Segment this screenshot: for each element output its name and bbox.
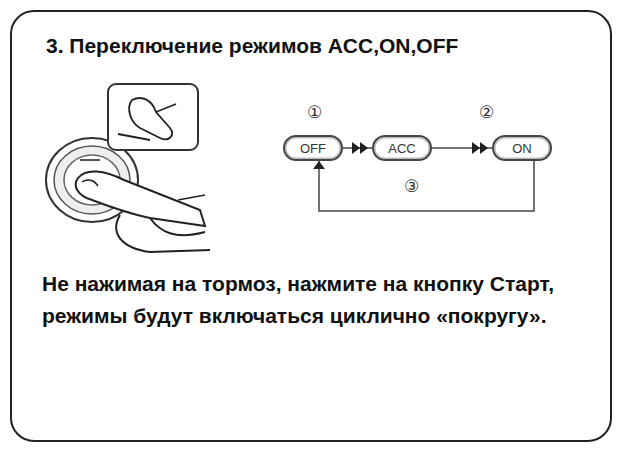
mode-arrow: [313, 161, 534, 211]
mode-pill: ACC: [372, 135, 432, 161]
mode-arrow: [432, 142, 492, 154]
mode-label: ON: [512, 142, 532, 155]
callout-number: ①: [306, 102, 323, 122]
mode-label: ACC: [388, 142, 415, 155]
mode-label: OFF: [300, 142, 326, 155]
callout-number: ③: [403, 176, 420, 196]
rounded-frame: [10, 10, 612, 442]
mode-pill: OFF: [283, 135, 343, 161]
instruction-text: Не нажимая на тормоз, нажмите на кнопку …: [42, 268, 590, 332]
title: 3. Переключение режимов ACC,ON,OFF: [46, 34, 458, 58]
mode-pill: ON: [492, 135, 552, 161]
callout-number: ②: [478, 102, 495, 122]
mode-arrow: [343, 142, 372, 154]
